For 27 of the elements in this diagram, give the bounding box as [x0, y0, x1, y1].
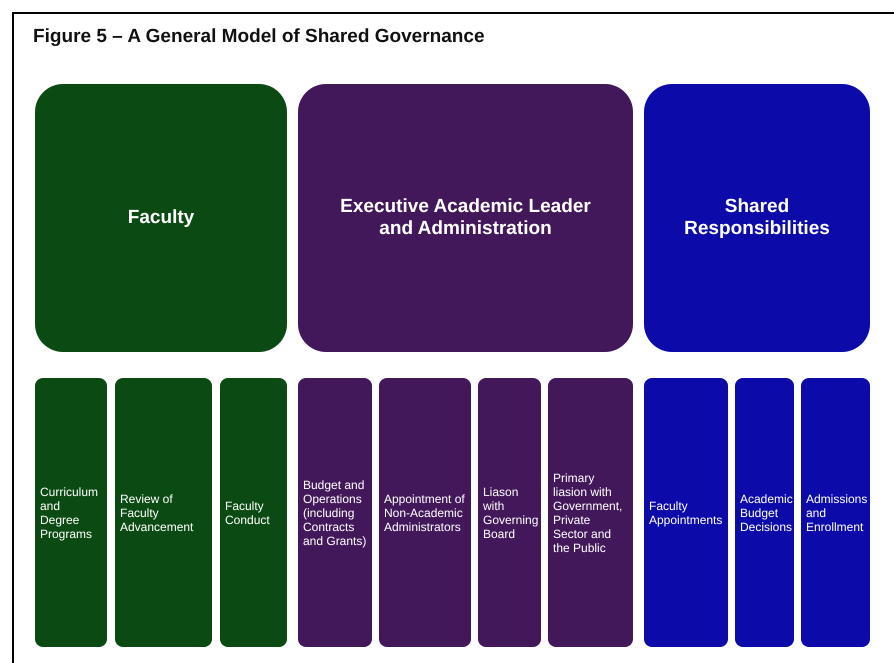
figure-title: Figure 5 – A General Model of Shared Governance — [33, 26, 485, 48]
responsibility-text: Primary liasion with Government, Private Sector and the Public — [553, 470, 624, 554]
responsibility-box — [801, 378, 870, 647]
responsibility-text: Admissions and Enrollment — [806, 492, 868, 534]
responsibility-box — [735, 378, 794, 647]
responsibility-text: Academic Budget Decisions — [740, 492, 793, 534]
responsibility-text: Review of Faculty Advancement — [120, 492, 194, 534]
responsibility-box — [548, 378, 633, 647]
responsibility-text: Faculty Appointments — [649, 498, 723, 526]
panel-heading: Faculty — [128, 207, 194, 229]
panel-heading: Executive Academic Leader and Administration — [339, 196, 592, 240]
category-panel — [35, 84, 287, 352]
category-panel — [298, 84, 633, 352]
responsibility-box — [379, 378, 471, 647]
category-panel — [644, 84, 870, 352]
responsibility-text: Faculty Conduct — [225, 498, 271, 526]
responsibility-box — [644, 378, 728, 647]
responsibility-text: Liason with Governing Board — [483, 484, 538, 540]
responsibility-box — [298, 378, 372, 647]
responsibility-text: Appointment of Non-Academic Administrators — [384, 492, 466, 534]
responsibility-text: Curriculum and Degree Programs — [40, 484, 100, 540]
panel-heading: Shared Responsibilities — [683, 196, 831, 240]
responsibility-text: Budget and Operations (including Contracts and Grants) — [303, 478, 367, 548]
responsibility-box — [115, 378, 212, 647]
responsibility-box — [35, 378, 107, 647]
responsibility-box — [220, 378, 287, 647]
responsibility-box — [478, 378, 541, 647]
